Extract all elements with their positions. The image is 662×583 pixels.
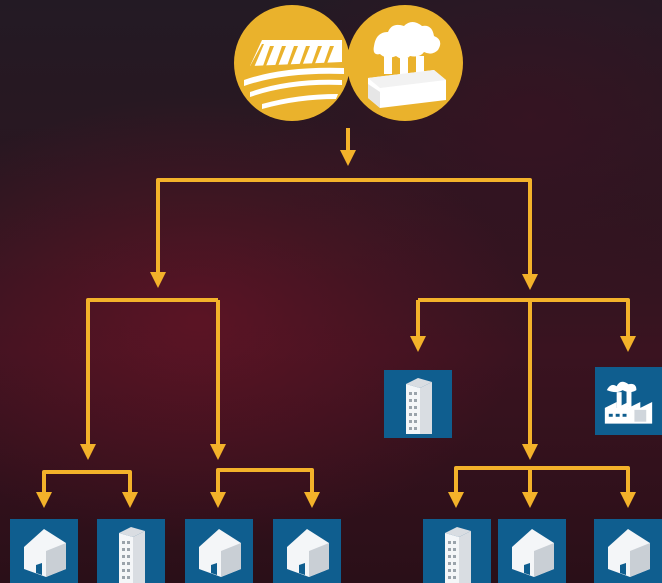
arrow-house-1	[36, 470, 88, 508]
tile-house-1	[10, 519, 78, 583]
arrow-building-2	[448, 466, 530, 508]
arrow-building-1	[88, 470, 138, 508]
connector-lines	[36, 128, 636, 508]
arrow-house-3	[218, 468, 320, 508]
coal-plant-source	[347, 5, 463, 121]
arrow-house-2	[210, 468, 264, 508]
hydro-dam-source	[234, 5, 350, 121]
apartment-building-icon	[119, 527, 145, 583]
arrow-house-5	[530, 466, 636, 508]
tile-house-4	[498, 519, 566, 583]
tile-house-2	[185, 519, 253, 583]
arrow-left-main	[150, 178, 532, 288]
arrow-left-sub-a	[80, 298, 218, 460]
tile-house-5	[594, 519, 662, 583]
tile-apartment-building-1	[97, 519, 165, 583]
apartment-building-icon	[445, 527, 471, 583]
tile-factory	[595, 367, 662, 435]
hydro-dam-icon	[244, 40, 344, 109]
tile-apartment-building-2	[423, 519, 491, 583]
arrow-right-split	[418, 298, 636, 352]
coal-power-plant-icon	[368, 22, 446, 108]
tile-apartment-building-direct	[384, 370, 452, 438]
apartment-building-icon	[406, 378, 432, 434]
tile-house-3	[273, 519, 341, 583]
